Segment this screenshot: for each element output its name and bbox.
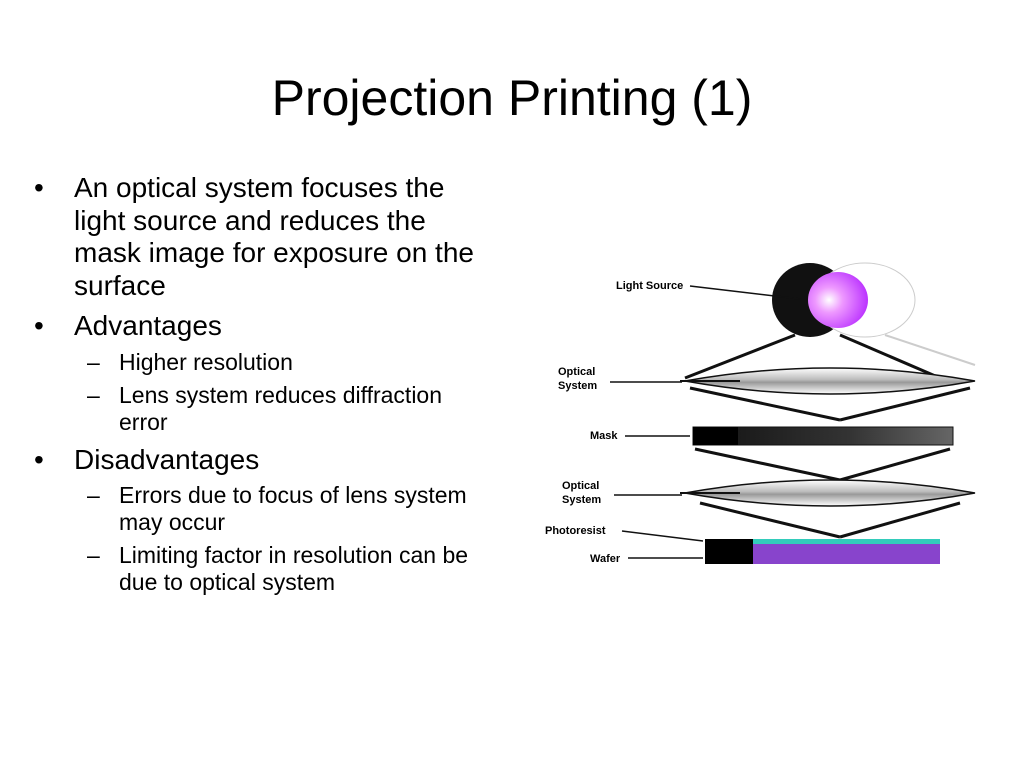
photoresist-layer	[705, 539, 940, 544]
bullet-marker: •	[34, 172, 44, 203]
sub-list: – Higher resolution – Lens system reduce…	[74, 349, 474, 436]
light-beams-bottom	[699, 501, 961, 539]
light-beams-middle	[689, 386, 971, 422]
mask-plate	[692, 426, 954, 446]
wafer-label: Wafer	[590, 553, 621, 565]
bullet-text: Advantages	[74, 310, 222, 341]
wafer-layer	[705, 544, 940, 564]
photoresist-label: Photoresist	[545, 525, 606, 537]
wafer-stack	[705, 539, 940, 564]
optical-system-1-label-line1: Optical	[558, 366, 595, 378]
optical-system-2-label-line1: Optical	[562, 480, 599, 492]
sub-item: – Errors due to focus of lens system may…	[74, 482, 474, 536]
sub-item: – Lens system reduces diffraction error	[74, 382, 474, 436]
bullet-item: • Disadvantages – Errors due to focus of…	[34, 444, 474, 597]
mask-label: Mask	[590, 430, 618, 442]
sub-text: Limiting factor in resolution can be due…	[119, 542, 469, 595]
sub-list: – Errors due to focus of lens system may…	[74, 482, 474, 596]
sub-text: Lens system reduces diffraction error	[119, 381, 443, 435]
projection-printing-diagram: Light Source Optical System Mask Optical…	[545, 262, 976, 565]
bullet-text: An optical system focuses the light sour…	[74, 172, 474, 301]
bullet-item: • Advantages – Higher resolution – Lens …	[34, 310, 474, 436]
sub-text: Higher resolution	[119, 348, 293, 375]
bullet-item: • An optical system focuses the light so…	[34, 172, 474, 302]
light-beams-top	[684, 333, 976, 380]
sub-marker: –	[87, 348, 100, 375]
sub-marker: –	[87, 482, 100, 508]
light-source-label: Light Source	[616, 280, 683, 292]
light-source-lamp	[772, 262, 916, 338]
light-beams-lower	[694, 447, 951, 482]
bullet-list: • An optical system focuses the light so…	[34, 172, 474, 604]
bullet-marker: •	[34, 443, 44, 475]
sub-item: – Higher resolution	[74, 349, 474, 376]
bullet-text: Disadvantages	[74, 443, 260, 475]
sub-marker: –	[87, 542, 100, 568]
sub-text: Errors due to focus of lens system may o…	[119, 482, 467, 535]
slide-title: Projection Printing (1)	[271, 70, 753, 126]
optical-system-2-lens	[680, 479, 976, 507]
sub-item: – Limiting factor in resolution can be d…	[74, 542, 474, 596]
bullet-marker: •	[34, 310, 44, 341]
optical-system-2-label-line2: System	[562, 494, 601, 506]
optical-system-1-label-line2: System	[558, 380, 597, 392]
photoresist-pointer	[621, 530, 704, 542]
light-source-pointer	[689, 285, 801, 300]
sub-marker: –	[87, 381, 100, 408]
optical-system-1-lens	[680, 367, 976, 395]
